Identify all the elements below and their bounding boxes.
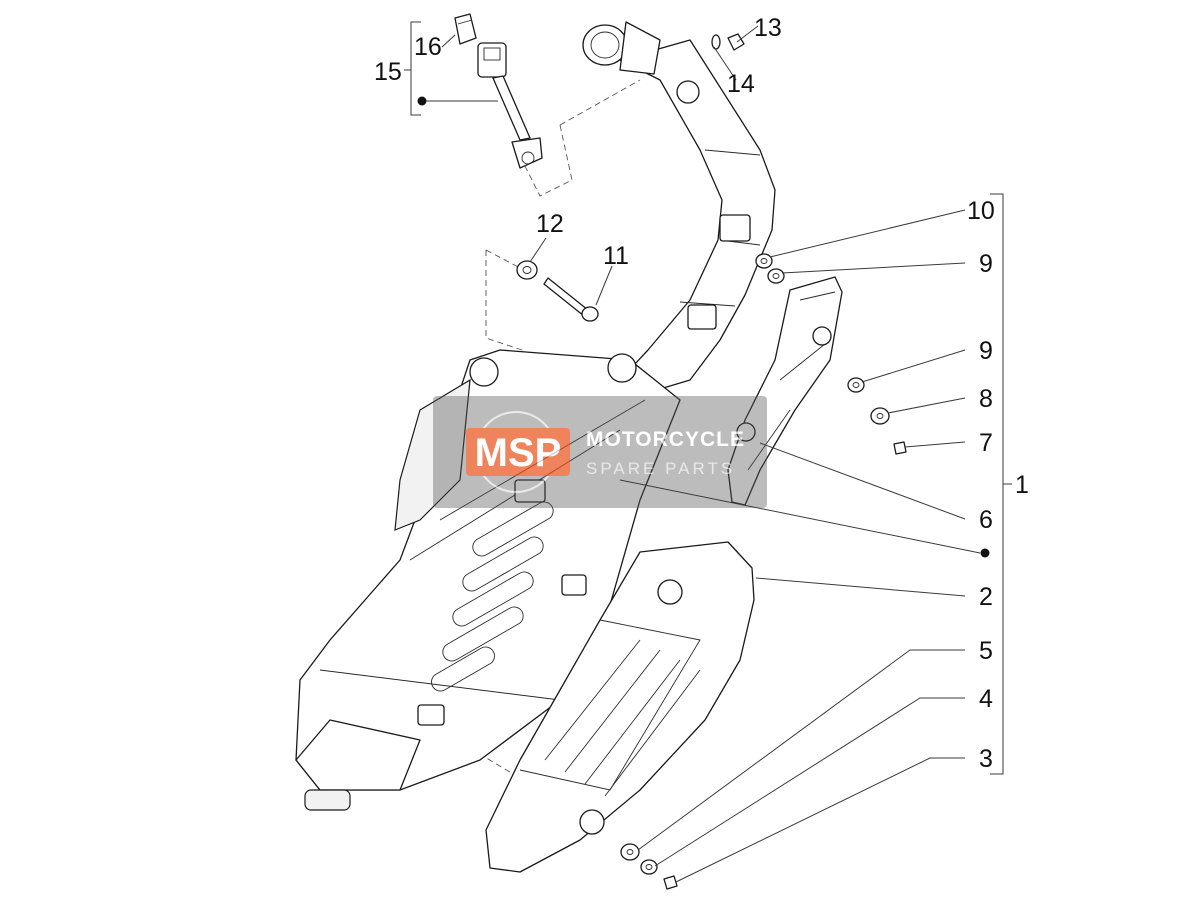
mounting-bolt [543, 277, 599, 322]
sensor-clip [454, 13, 477, 45]
flange-nut [727, 33, 745, 51]
screw-3 [663, 875, 678, 890]
callout-5: 5 [979, 637, 993, 665]
watermark-title: MOTORCYCLE [586, 428, 745, 451]
upper-heat-guard [727, 276, 843, 506]
oxygen-sensor [477, 42, 543, 169]
bolt-washer [516, 260, 538, 280]
spacer-10 [755, 253, 773, 269]
bullet-marker-1 [980, 548, 990, 558]
callout-6: 6 [979, 506, 993, 534]
callout-9-upper: 9 [979, 250, 993, 278]
screw-7 [893, 441, 907, 455]
flange-washer [711, 34, 721, 50]
callout-11: 11 [603, 242, 629, 270]
callout-3: 3 [979, 745, 993, 773]
washer-8 [870, 407, 890, 425]
callout-10: 10 [967, 197, 995, 225]
group-bracket-1 [990, 193, 1012, 775]
callout-12: 12 [536, 210, 564, 238]
callout-2: 2 [979, 583, 993, 611]
washer-9-lower [847, 377, 865, 393]
exhaust-header-pipe [582, 21, 776, 396]
washer-4 [640, 859, 658, 875]
bullet-marker-15 [417, 96, 427, 106]
callout-14: 14 [727, 70, 755, 98]
watermark-backdrop [433, 396, 767, 508]
muffler-body [295, 349, 681, 811]
callout-9-lower: 9 [979, 337, 993, 365]
spacer-5 [620, 843, 640, 861]
callout-15: 15 [374, 58, 402, 86]
callout-4: 4 [979, 685, 993, 713]
watermark-logo: MSP [475, 431, 562, 475]
lower-heat-shield [485, 541, 755, 873]
callout-1: 1 [1015, 471, 1029, 499]
washer-9-upper [767, 268, 785, 284]
watermark-subtitle: SPARE PARTS [586, 459, 735, 478]
group-bracket-15 [404, 21, 421, 116]
callout-13: 13 [754, 14, 782, 42]
watermark: MSP MOTORCYCLE SPARE PARTS [433, 396, 767, 508]
callout-8: 8 [979, 385, 993, 413]
muffler-ribs [431, 501, 554, 692]
callout-7: 7 [979, 429, 993, 457]
watermark-logo-badge [466, 428, 570, 476]
callout-16: 16 [414, 33, 442, 61]
